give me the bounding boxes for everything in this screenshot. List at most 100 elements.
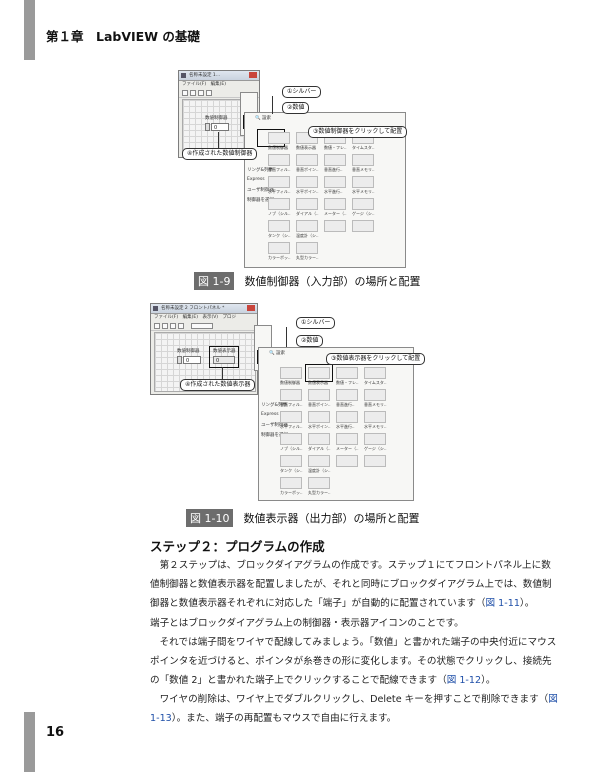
palette-cell-icon[interactable]	[308, 411, 330, 423]
increment-arrows-icon[interactable]	[177, 356, 182, 364]
palette-cell-icon[interactable]	[268, 176, 290, 188]
palette-cell-icon[interactable]	[364, 367, 386, 379]
palette-cell-icon[interactable]	[268, 198, 290, 210]
palette-cell-label: 水平進行..	[324, 189, 343, 194]
palette-side-item[interactable]: ユーザ制御器	[261, 423, 288, 428]
palette-cell-label: 数値表示器	[308, 380, 328, 385]
figure-reference-link[interactable]: 図 1-11	[485, 598, 520, 609]
palette-cell-label: ダイアル（..	[308, 446, 331, 451]
figure-reference-link[interactable]: 図 1-12	[446, 675, 482, 686]
palette-cell-icon[interactable]	[268, 132, 290, 144]
palette-cell-label: 水平ポイン..	[308, 424, 331, 429]
numeric-indicator-cell-highlight[interactable]	[305, 364, 333, 382]
numeric-control-box[interactable]: 0	[183, 356, 201, 364]
palette-cell-label: 丸型カラー..	[308, 490, 331, 495]
paragraph-text: それでは端子間をワイヤで配線してみましょう。「数値」と書かれた端子の中央付近にマ…	[150, 637, 557, 686]
palette-side-item[interactable]: リング&列挙	[247, 168, 274, 173]
palette-cell-icon[interactable]	[364, 389, 386, 401]
palette-cell-label: 数値・フレ..	[324, 145, 347, 150]
palette-cell-icon[interactable]	[280, 433, 302, 445]
figure-reference-link[interactable]: 図 1-13	[150, 694, 558, 724]
palette-side-item[interactable]: リング&列挙	[261, 403, 288, 408]
palette-cell-icon[interactable]	[336, 411, 358, 423]
palette-cell-icon[interactable]	[268, 154, 290, 166]
palette-side-item[interactable]: Express	[247, 177, 265, 182]
palette-cell-icon[interactable]	[280, 411, 302, 423]
palette-cell-icon[interactable]	[336, 433, 358, 445]
palette-side-item[interactable]: ユーザ制御器	[247, 188, 274, 193]
palette-cell-icon[interactable]	[308, 455, 330, 467]
palette-cell-icon[interactable]	[296, 242, 318, 254]
palette-cell-label: 数値制御器	[280, 380, 300, 385]
paragraph-text: ）。	[481, 675, 496, 686]
body-paragraph: 端子とはブロックダイアグラム上の制御器・表示器アイコンのことです。	[150, 614, 560, 633]
palette-cell-icon[interactable]	[352, 154, 374, 166]
palette-cell-icon[interactable]	[364, 455, 386, 467]
palette-cell-icon[interactable]	[308, 477, 330, 489]
font-select[interactable]	[191, 323, 213, 329]
palette-cell-icon[interactable]	[296, 154, 318, 166]
palette-cell-label: タンク（シ..	[268, 233, 291, 238]
palette-cell-icon[interactable]	[268, 220, 290, 232]
palette-cell-icon[interactable]	[364, 433, 386, 445]
increment-arrows-icon[interactable]	[205, 123, 210, 131]
palette-cell-icon[interactable]	[280, 455, 302, 467]
palette-cell-label: 水平フィル..	[268, 189, 291, 194]
palette-cell-icon[interactable]	[308, 433, 330, 445]
paragraph-text: ワイヤの削除は、ワイヤ上でダブルクリックし、Delete キーを押すことで削除で…	[159, 694, 549, 705]
palette-cell-icon[interactable]	[268, 242, 290, 254]
run-continuous-icon[interactable]	[190, 90, 196, 96]
palette-cell-label: 水平メモリ..	[364, 424, 387, 429]
palette-cell-label: 垂直ポイン..	[296, 167, 319, 172]
numeric-control-box[interactable]: 0	[211, 123, 229, 131]
palette-cell-icon[interactable]	[324, 176, 346, 188]
palette-cell-icon[interactable]	[280, 389, 302, 401]
abort-icon[interactable]	[198, 90, 204, 96]
figure-1-screenshot: 名称未設定 1... ファイル(F) 編集(E) 数値制御器 0 🔍 設索 リン…	[178, 70, 412, 268]
run-arrow-icon[interactable]	[154, 323, 160, 329]
run-continuous-icon[interactable]	[162, 323, 168, 329]
palette-cell-label: 水平メモリ..	[352, 189, 375, 194]
palette-cell-icon[interactable]	[324, 154, 346, 166]
palette-cell-icon[interactable]	[336, 455, 358, 467]
palette-cell-icon[interactable]	[364, 411, 386, 423]
palette-cell-icon[interactable]	[336, 367, 358, 379]
paragraph-text: ）。また、端子の再配置もマウスで自由に行えます。	[171, 713, 397, 724]
labview-icon	[153, 306, 158, 311]
palette-cell-icon[interactable]	[352, 176, 374, 188]
pause-icon[interactable]	[206, 90, 212, 96]
palette-side-item[interactable]: Express	[261, 412, 279, 417]
palette-cell-icon[interactable]	[352, 198, 374, 210]
close-icon[interactable]	[249, 72, 257, 78]
palette-cell-label: 垂直進行..	[336, 402, 355, 407]
palette-side-item[interactable]: 制御器を選択	[247, 198, 274, 203]
palette-cell-icon[interactable]	[296, 220, 318, 232]
palette-cell-icon[interactable]	[336, 389, 358, 401]
palette-cell-label: 垂直フィル..	[280, 402, 303, 407]
body-paragraph: 第２ステップは、ブロックダイアグラムの作成です。ステップ１にてフロントパネル上に…	[150, 556, 560, 613]
palette-search-label: 🔍 設索	[255, 116, 272, 121]
indicator-highlight	[209, 346, 239, 368]
menu-bar[interactable]: ファイル(F) 編集(E) 表示(V) プロジ	[154, 315, 237, 320]
palette-cell-icon[interactable]	[352, 220, 374, 232]
palette-side-item[interactable]: 制御器を選択	[261, 433, 288, 438]
palette-cell-icon[interactable]	[308, 389, 330, 401]
palette-cell-icon[interactable]	[308, 367, 330, 379]
palette-cell-label: タイムスタ..	[364, 380, 387, 385]
palette-cell-icon[interactable]	[324, 220, 346, 232]
window-title: 名称未設定 1...	[189, 73, 221, 78]
palette-cell-label: ノブ（シル..	[280, 446, 303, 451]
palette-cell-icon[interactable]	[324, 198, 346, 210]
palette-cell-icon[interactable]	[280, 477, 302, 489]
figure-1-caption-text: 数値制御器（入力部）の場所と配置	[244, 275, 421, 288]
run-arrow-icon[interactable]	[182, 90, 188, 96]
pause-icon[interactable]	[178, 323, 184, 329]
menu-bar[interactable]: ファイル(F) 編集(E)	[182, 82, 226, 87]
palette-cell-label: カラーボッ..	[280, 490, 303, 495]
close-icon[interactable]	[247, 305, 255, 311]
palette-cell-icon[interactable]	[296, 198, 318, 210]
palette-cell-icon[interactable]	[296, 176, 318, 188]
palette-cell-icon[interactable]	[280, 367, 302, 379]
abort-icon[interactable]	[170, 323, 176, 329]
